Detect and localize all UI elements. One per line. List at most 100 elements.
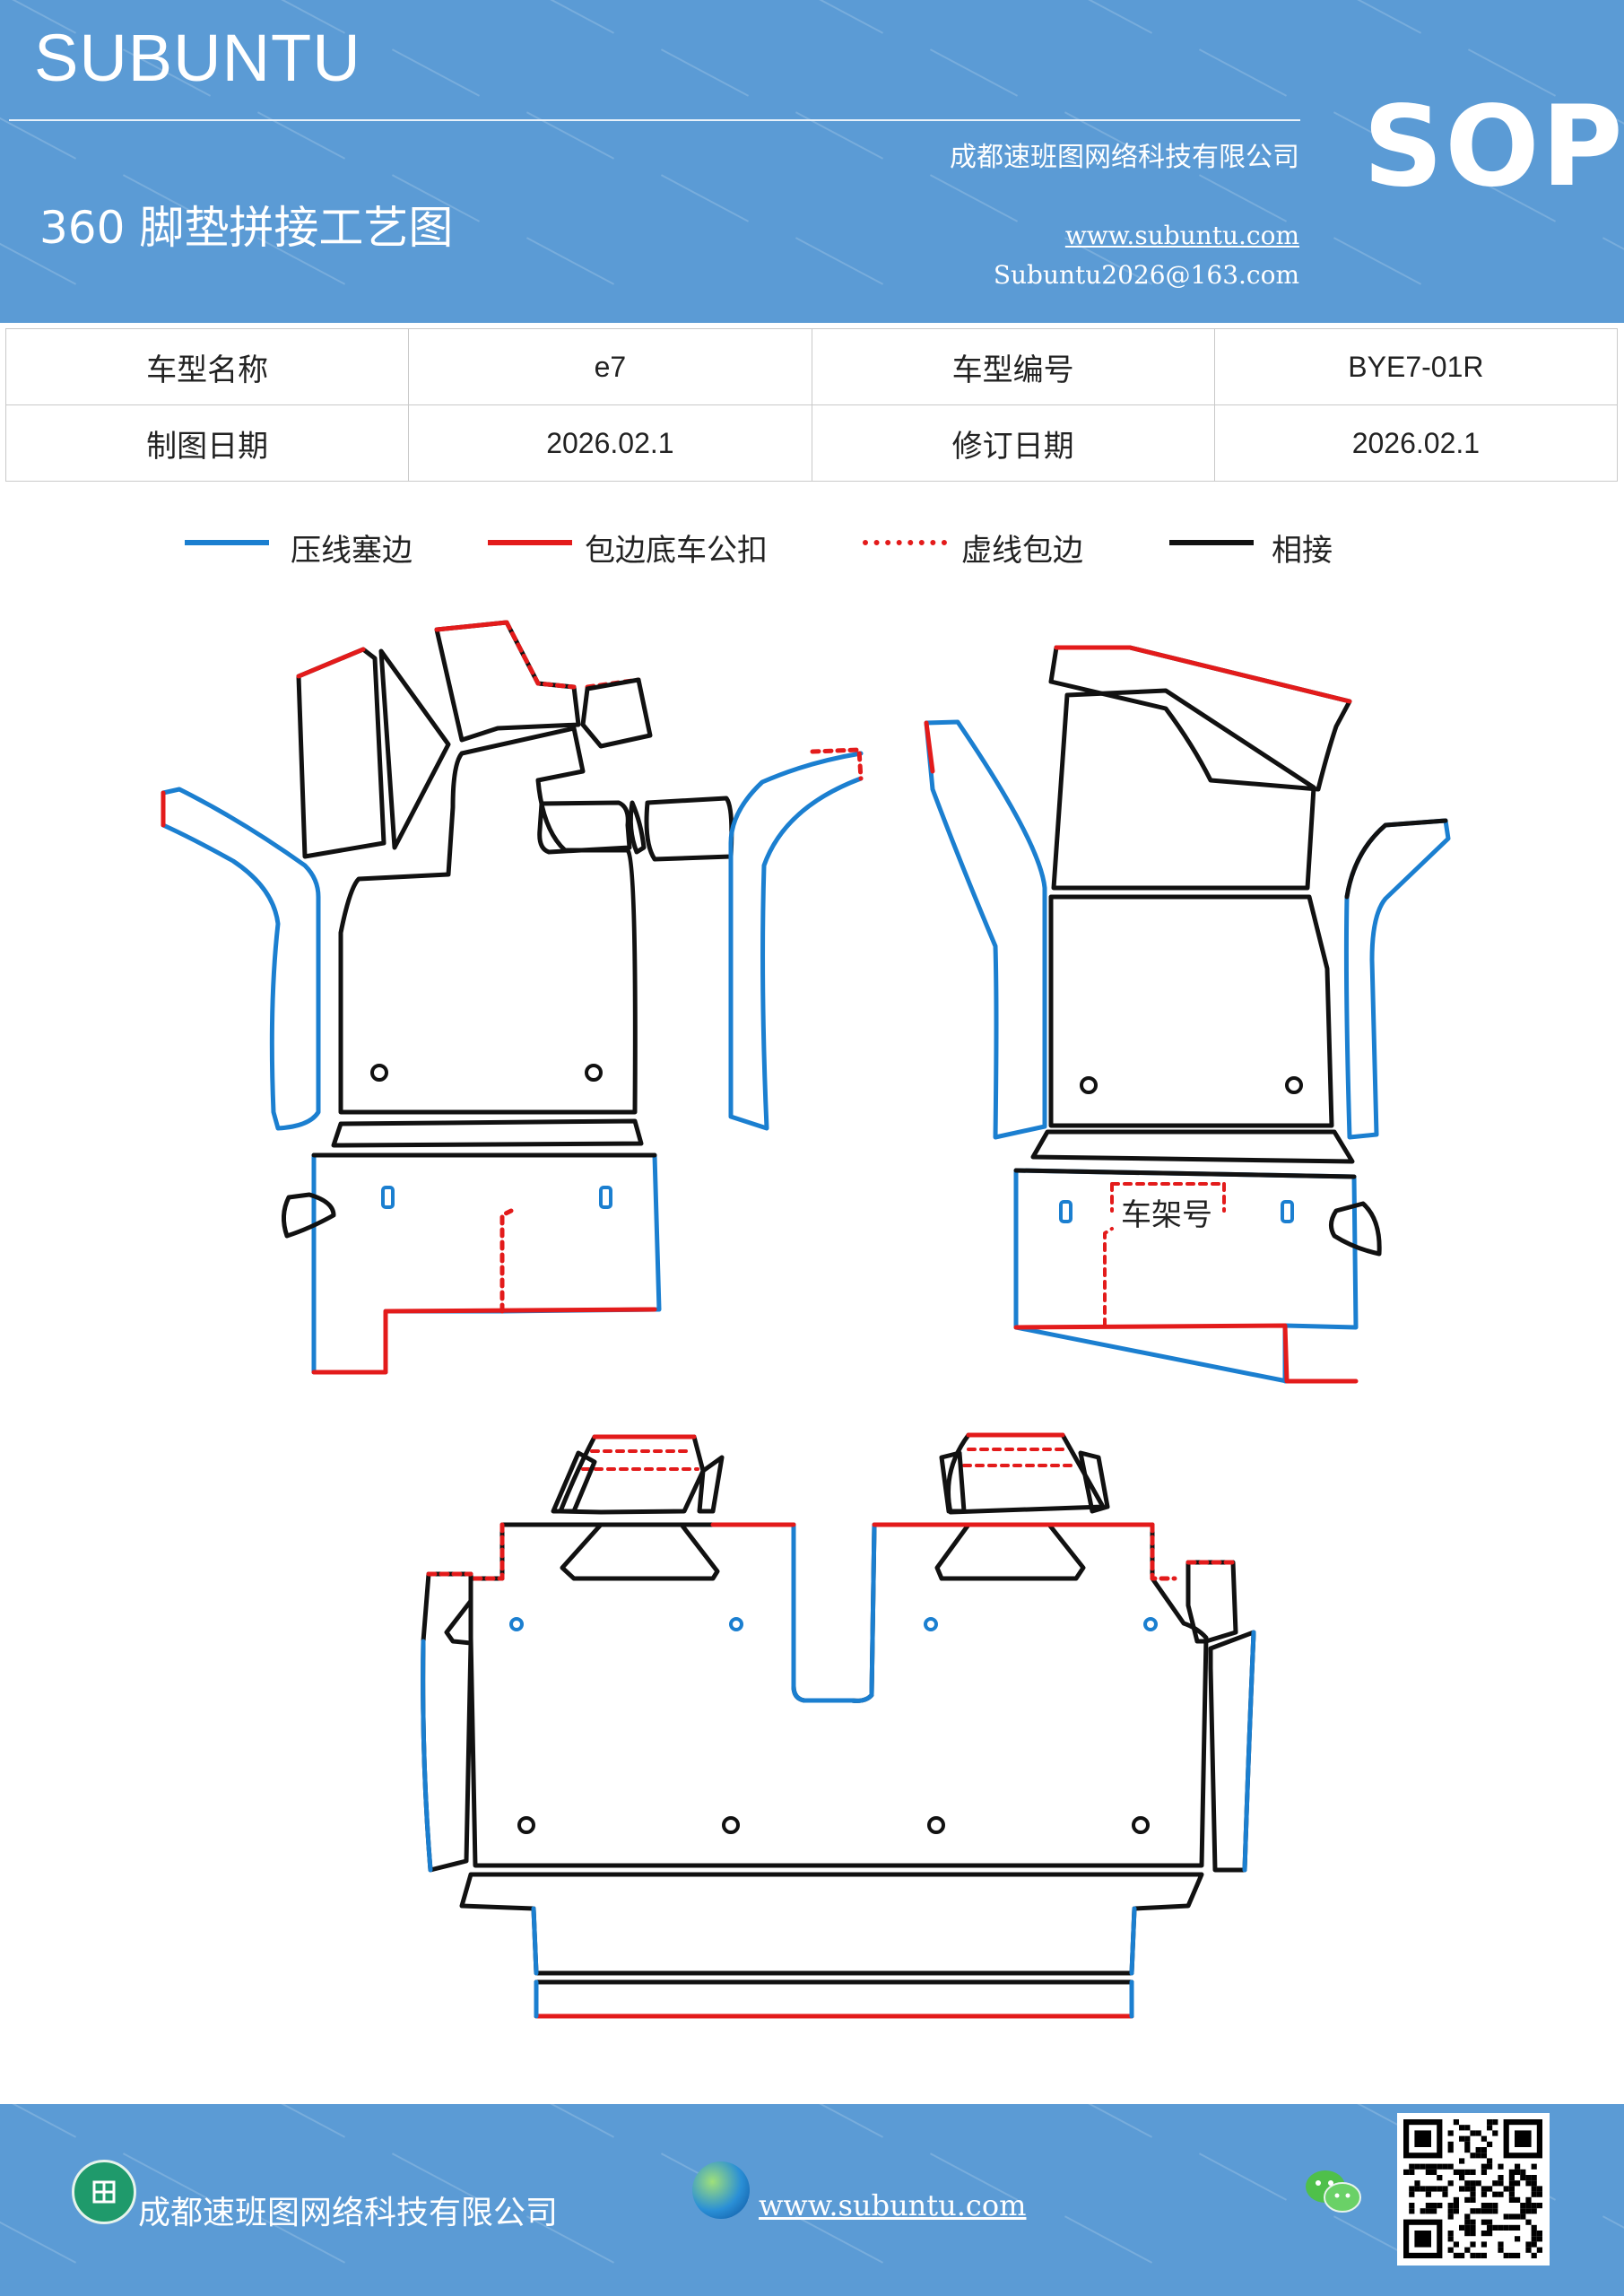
mat-slot [599, 1186, 612, 1209]
mat-piece-outline [338, 726, 638, 1115]
mat-edge-red [1054, 645, 1352, 704]
legend-swatch [863, 540, 947, 545]
mat-hole [370, 1064, 388, 1082]
mat-piece-outline [459, 1872, 1204, 1976]
mat-piece-outline [551, 1450, 597, 1514]
legend-label: 虚线包边 [961, 533, 1083, 569]
mat-edge-red [296, 647, 366, 679]
watermark-mark [1064, 2104, 1153, 2138]
mat-edge-dashed [962, 1448, 1073, 1467]
mat-piece-outline [939, 1450, 967, 1514]
header-divider [9, 119, 1300, 121]
mat-hole [722, 1816, 740, 1834]
mat-piece-outline [558, 1434, 706, 1515]
revise-date-value: 2026.02.1 [1213, 404, 1619, 482]
legend-swatch [185, 540, 269, 545]
mat-edge-red [434, 620, 509, 632]
mat-edge-blue [791, 1522, 877, 1703]
mat-piece-outline [282, 1192, 336, 1239]
mat-edge-red [1013, 1323, 1359, 1384]
mat-piece-outline [1185, 1560, 1238, 1644]
footer-banner: 成都速班图网络科技有限公司 www.subuntu.com [0, 2104, 1624, 2296]
mat-edge-dashed [504, 620, 641, 690]
mat-edge-red [924, 720, 935, 774]
mat-edge-dashed [581, 1449, 699, 1471]
mat-piece-outline [946, 1432, 1106, 1515]
table-row: 车型名称 e7 车型编号 BYE7-01R [4, 328, 1619, 405]
mat-piece-outline [644, 796, 734, 862]
watermark-mark [795, 2104, 884, 2138]
legend-label: 相接 [1272, 533, 1333, 569]
watermark-mark [1064, 2215, 1153, 2264]
legend-label: 包边底车公扣 [585, 533, 768, 569]
model-name-label: 车型名称 [4, 328, 410, 405]
vin-label: 车架号 [1121, 1197, 1212, 1233]
footer-website-link[interactable]: www.subuntu.com [759, 2188, 1027, 2222]
watermark-mark [526, 2104, 615, 2138]
footer-company: 成都速班图网络科技有限公司 [138, 2195, 559, 2231]
mat-piece-outline [1078, 1450, 1110, 1514]
mat-piece-outline [934, 1522, 1086, 1581]
mat-piece-outline [697, 1455, 725, 1514]
sop-badge: SOP [1363, 83, 1624, 212]
mat-piece-outline [161, 787, 321, 1131]
header-company: 成都速班图网络科技有限公司 [950, 142, 1299, 173]
revise-date-label: 修订日期 [811, 404, 1215, 482]
mat-piece-outline [924, 719, 1047, 1140]
mat-hole [1285, 1076, 1303, 1094]
brand-name: SUBUNTU [34, 21, 361, 95]
mat-edge-blue [1242, 1630, 1256, 1873]
front-left-mat-group [161, 620, 864, 1375]
mat-edge-black [1344, 818, 1448, 900]
mat-piece-outline [378, 648, 451, 850]
header-email: Subuntu2026@163.com [993, 260, 1299, 290]
mat-piece-outline [1048, 894, 1334, 1128]
mat-hole [1080, 1076, 1098, 1094]
mat-edge-dashed [499, 1208, 514, 1314]
header-banner: SUBUNTU 成都速班图网络科技有限公司 www.subuntu.com Su… [0, 0, 1624, 323]
header-website-link[interactable]: www.subuntu.com [1064, 221, 1299, 250]
watermark-mark [0, 2215, 77, 2264]
mat-slot [381, 1186, 395, 1209]
legend-label: 压线塞边 [291, 533, 413, 569]
watermark-mark [1199, 2152, 1288, 2201]
legend-swatch [1169, 540, 1254, 545]
mat-piece-outline [468, 1522, 1209, 1868]
info-table: 车型名称 e7 车型编号 BYE7-01R 制图日期 2026.02.1 修订日… [4, 328, 1619, 482]
floor-mat-diagram: 车架号 [161, 620, 1451, 2019]
model-code-value: BYE7-01R [1213, 328, 1619, 405]
mat-clip [729, 1617, 743, 1631]
mat-edge-dashed [468, 1522, 1177, 1581]
rear-mat-group [421, 1432, 1256, 2019]
watermark-mark [1602, 2104, 1624, 2138]
mat-edge-blue [421, 1639, 433, 1873]
mat-clip [1143, 1617, 1158, 1631]
mat-hole [517, 1816, 535, 1834]
mat-piece-outline [560, 1522, 720, 1581]
model-code-label: 车型编号 [811, 328, 1215, 405]
mat-edge-black [1013, 1168, 1357, 1179]
mat-clip [924, 1617, 938, 1631]
qr-code [1397, 2113, 1550, 2266]
mat-slot [1281, 1200, 1294, 1223]
mat-piece-outline [331, 1118, 644, 1148]
mat-guide [475, 1520, 874, 1592]
mat-hole [927, 1816, 945, 1834]
mat-piece-outline [434, 620, 581, 743]
watermark-mark [1602, 2215, 1624, 2264]
mat-piece-outline [628, 800, 647, 855]
draw-date-value: 2026.02.1 [408, 404, 812, 482]
mat-piece-outline [1048, 645, 1352, 792]
mat-piece-outline [580, 677, 653, 749]
wechat-icon[interactable] [1302, 2167, 1365, 2217]
mat-piece-outline [534, 1979, 1134, 2019]
mat-edge-dashed [1103, 1227, 1114, 1327]
mat-edge-dashed [1110, 1182, 1226, 1213]
mat-clip [509, 1617, 524, 1631]
mat-edge-blue [534, 1979, 1134, 2019]
mat-piece-outline [728, 751, 864, 1131]
mat-piece-outline [1051, 688, 1316, 891]
mat-edge-dashed [810, 747, 864, 781]
mat-piece-outline [296, 647, 386, 859]
mat-edge-blue [531, 1906, 1137, 1976]
